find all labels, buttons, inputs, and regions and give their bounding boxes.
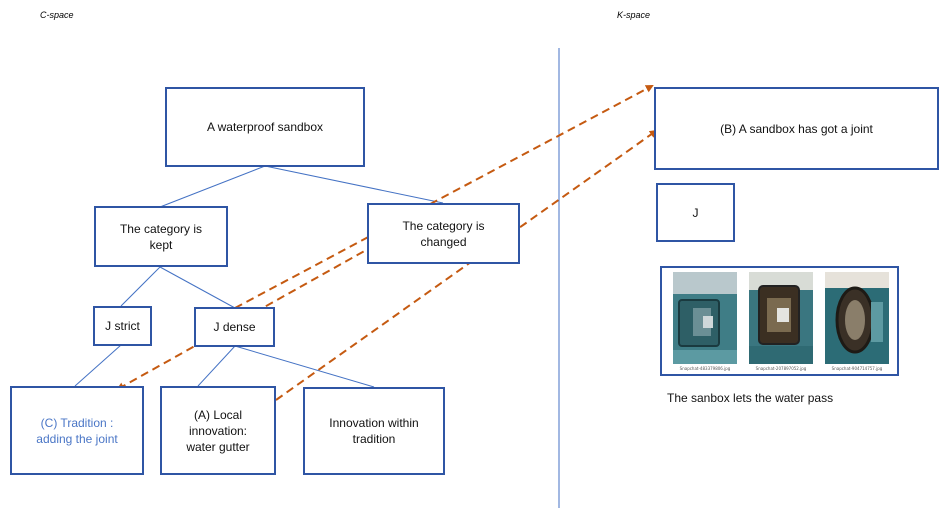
tree-line-root-changed: [264, 165, 444, 204]
photo-caption-3: Snapchat-904714757.jpg: [831, 366, 883, 371]
photo-caption-text: The sanbox lets the water pass: [667, 391, 834, 405]
arrow-local-to-joint: [275, 129, 658, 401]
j-dense-box: J dense: [194, 307, 275, 347]
photo-caption-1: Snapchat-483379806.jpg: [679, 366, 731, 371]
photo-caption-2: Snapchat-207897052.jpg: [755, 366, 807, 371]
tree-line-dense-innovation: [234, 345, 375, 388]
tree-line-kept-strict: [120, 266, 161, 307]
tree-line-strict-tradition: [74, 344, 122, 387]
sandbox-photo-3: [825, 272, 889, 364]
tree-line-kept-dense: [159, 266, 236, 309]
sandbox-photo-2: [749, 272, 813, 364]
j-strict-box: J strict: [93, 306, 152, 346]
k-joint-box: (B) A sandbox has got a joint: [654, 87, 939, 170]
root-concept-box: A waterproof sandbox: [165, 87, 365, 167]
tree-line-dense-local: [197, 345, 236, 387]
local-innovation-box: (A) Local innovation: water gutter: [160, 386, 276, 475]
k-j-box: J: [656, 183, 735, 242]
tradition-box: (C) Tradition : adding the joint: [10, 386, 144, 475]
innovation-within-tradition-box: Innovation within tradition: [303, 387, 445, 475]
arrow-dense-to-joint: [234, 85, 654, 309]
c-space-label: C-space: [40, 10, 74, 20]
sandbox-photo-1: [673, 272, 737, 364]
arrow-changed-to-tradition: [116, 206, 444, 390]
category-changed-box: The category is changed: [367, 203, 520, 264]
category-kept-box: The category is kept: [94, 206, 228, 267]
tree-line-root-kept: [159, 165, 266, 208]
k-space-label: K-space: [617, 10, 651, 20]
photo-panel: Snapchat-483379806.jpg Snapchat-20789705…: [660, 266, 899, 376]
